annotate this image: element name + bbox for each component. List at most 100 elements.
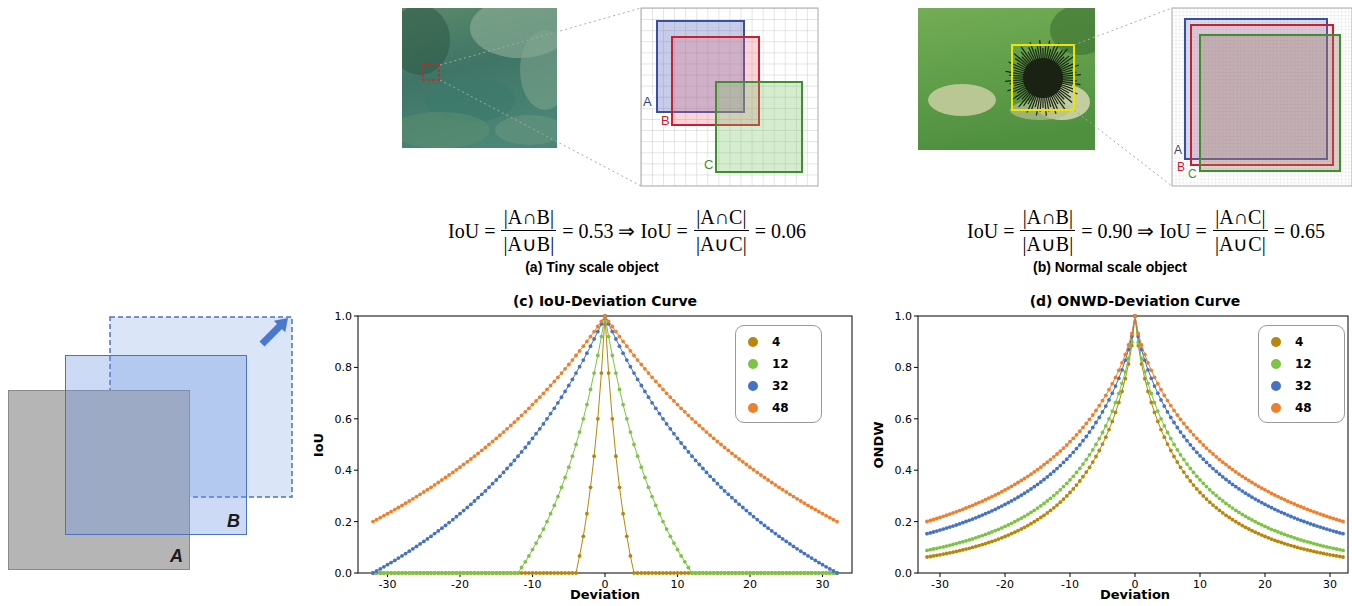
curve-dot (1019, 479, 1023, 483)
curve-dot (1036, 468, 1040, 472)
curve-dot (625, 534, 629, 538)
curve-dot (1016, 529, 1020, 533)
curve-dot (1162, 393, 1166, 397)
curve-dot (726, 571, 730, 575)
curve-dot (1270, 537, 1274, 541)
curve-dot (429, 534, 433, 538)
curve-dot (378, 571, 382, 575)
curve-dot (1104, 435, 1108, 439)
legend-text: 12 (1295, 357, 1312, 371)
equation-part: = 0.90 ⇒ IoU = (1081, 219, 1207, 243)
curve-dot (371, 520, 375, 524)
curve-dot (687, 571, 691, 575)
curve-dot (1234, 520, 1238, 524)
curve-dot (603, 314, 607, 318)
curve-dot (777, 534, 781, 538)
curve-dot (1071, 474, 1075, 478)
curve-dot (498, 571, 502, 575)
curve-dot (730, 451, 734, 455)
zoom-line (440, 8, 641, 65)
curve-dot (476, 571, 480, 575)
curve-dot (1302, 539, 1306, 543)
curve-dot (589, 388, 593, 392)
curve-dot (1156, 420, 1160, 424)
curve-dot (589, 344, 593, 348)
curve-dot (990, 509, 994, 513)
curve-dot (828, 571, 832, 575)
curve-dot (741, 506, 745, 510)
curve-dot (984, 512, 988, 516)
curve-dot (1221, 511, 1225, 515)
legend-row: 48 (1271, 397, 1344, 419)
curve-dot (1088, 453, 1092, 457)
tick (1265, 573, 1266, 577)
curve-dot (1175, 448, 1179, 452)
curve-dot (429, 571, 433, 575)
curve-dot (592, 330, 596, 334)
curve-dot (925, 532, 929, 536)
curve-dot (494, 571, 498, 575)
curve-dot (813, 571, 817, 575)
curve-dot (1234, 508, 1238, 512)
curve-dot (1315, 550, 1319, 554)
curve-dot (1201, 494, 1205, 498)
curve-dot (1166, 431, 1170, 435)
tick-label: 0.8 (335, 361, 353, 374)
curve-dot (716, 482, 720, 486)
curve-dot (476, 496, 480, 500)
curve-dot (1036, 506, 1040, 510)
shell (928, 84, 996, 116)
curve-dot (1153, 384, 1157, 388)
curve-dot (1182, 458, 1186, 462)
curve-dot (679, 571, 683, 575)
curve-dot (444, 571, 448, 575)
curve-dot (1104, 404, 1108, 408)
target-box (423, 65, 439, 80)
curve-dot (705, 571, 709, 575)
curve-dot (397, 571, 401, 575)
chart (354, 314, 852, 577)
curve-dot (1029, 487, 1033, 491)
curve-dot (389, 510, 393, 514)
curve-dot (1078, 467, 1082, 471)
curve-dot (672, 432, 676, 436)
curve-dot (759, 473, 763, 477)
curve-dot (1117, 376, 1121, 380)
curve-dot (763, 476, 767, 480)
curve-dot (938, 546, 942, 550)
tick (914, 316, 918, 317)
curve-dot (1179, 430, 1183, 434)
curve-dot (835, 571, 839, 575)
curve-dot (494, 478, 498, 482)
curve-dot (1062, 497, 1066, 501)
curve-dot (1237, 522, 1241, 526)
curve-dot (748, 465, 752, 469)
curve-dot (1091, 413, 1095, 417)
box-label: A (1173, 144, 1183, 156)
grid-ground (1172, 8, 1352, 186)
curve-dot (418, 492, 422, 496)
curve-dot (1039, 504, 1043, 508)
curve-dot (1188, 429, 1192, 433)
curve-dot (1097, 416, 1101, 420)
curve-dot (763, 571, 767, 575)
curve-dot (1055, 503, 1059, 507)
curve-dot (389, 561, 393, 565)
curve-dot (647, 485, 651, 489)
curve-dot (1159, 388, 1163, 392)
curve-dot (563, 390, 567, 394)
curve-dot (1247, 527, 1251, 531)
curve-dot (596, 417, 600, 421)
curve-dot (571, 571, 575, 575)
curve-dot (984, 533, 988, 537)
curve-dot (755, 571, 759, 575)
curve-dot (603, 314, 607, 318)
curve-dot (513, 459, 517, 463)
curve-dot (958, 541, 962, 545)
curve-dot (1192, 471, 1196, 475)
curve-dot (752, 571, 756, 575)
curve-dot (618, 335, 622, 339)
curve-dot (1052, 494, 1056, 498)
tick (354, 367, 358, 368)
curve-dot (763, 524, 767, 528)
